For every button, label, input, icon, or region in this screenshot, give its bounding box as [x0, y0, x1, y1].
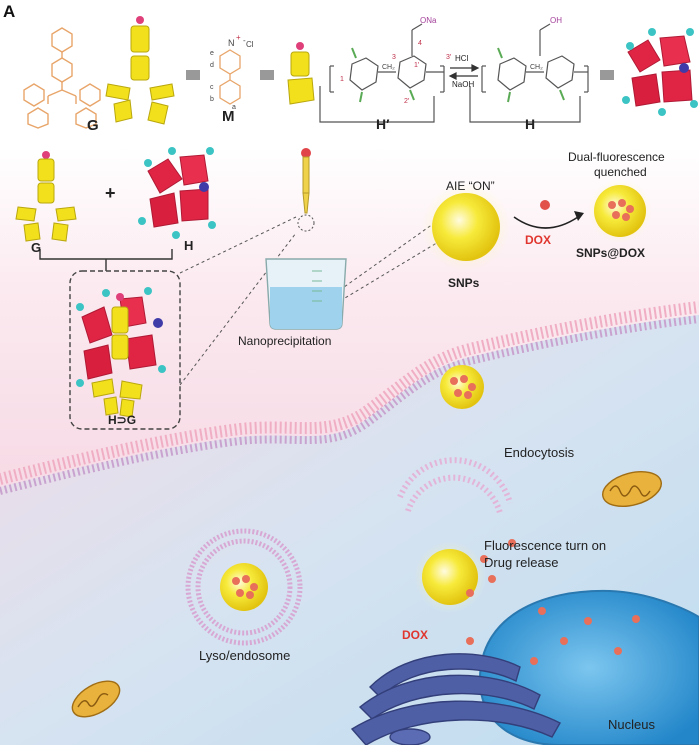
panel-a-figure	[23, 16, 698, 129]
label-hprime: H′	[376, 116, 390, 132]
hprime-oxygen-marks	[351, 47, 415, 103]
g-model	[105, 16, 175, 125]
label-nucleus: Nucleus	[608, 717, 655, 732]
label-aie-on: AIE “ON”	[446, 179, 495, 193]
label-g-a: G	[87, 117, 99, 134]
h-skeletal-structure	[469, 23, 589, 123]
snps-dox-payload	[608, 199, 634, 221]
m-atom-a: a	[232, 104, 236, 111]
h-equals-sign	[600, 70, 614, 80]
snps-sphere	[432, 193, 500, 261]
dox-dot-top	[540, 200, 550, 210]
golgi-stack	[350, 653, 561, 745]
m-skeletal-structure	[219, 49, 241, 105]
h-oh: OH	[550, 16, 562, 25]
m-atom-cl: Cl	[246, 40, 254, 49]
cell-membrane	[0, 301, 699, 495]
dashed-connectors	[179, 216, 441, 386]
h-model-top	[627, 35, 693, 107]
m-atom-n: N	[228, 38, 235, 48]
released-dox	[466, 539, 516, 645]
label-snps: SNPs	[448, 276, 480, 290]
hprime-n3p: 3′	[446, 54, 452, 61]
hprime-n1: 1	[340, 76, 344, 83]
arrow-bottom-label: NaOH	[452, 80, 475, 89]
label-plus: +	[105, 183, 116, 203]
label-nanoprecipitation: Nanoprecipitation	[238, 334, 332, 348]
label-dual-line1: Dual-fluorescence	[568, 150, 665, 164]
hprime-n2p: 2′	[404, 98, 410, 105]
m-atom-d: d	[210, 62, 214, 69]
label-m: M	[222, 108, 235, 125]
m-atom-plus: +	[236, 33, 241, 42]
lysosome	[185, 528, 303, 646]
equilibrium-arrows	[448, 64, 480, 80]
panel-a-letter: A	[3, 2, 16, 21]
label-snps-dox: SNPs@DOX	[576, 246, 646, 260]
m-atom-c: c	[210, 84, 214, 91]
label-fluor-line1: Fluorescence turn on	[484, 538, 607, 553]
hprime-n3: 3	[392, 54, 396, 61]
label-dual-line2: quenched	[594, 165, 647, 179]
m-atom-b: b	[210, 96, 214, 103]
label-lyso: Lyso/endosome	[199, 648, 291, 663]
hprime-n1p: 1′	[414, 62, 420, 69]
label-g-b: G	[31, 240, 42, 255]
beaker	[265, 258, 347, 330]
m-atom-minus: -	[243, 36, 246, 45]
h-model-blue-atom	[679, 63, 689, 73]
mitochondrion-left	[71, 680, 121, 718]
hprime-n4: 4	[418, 40, 422, 47]
b-h-model	[138, 147, 216, 239]
arrow-top-label: HCl	[455, 54, 469, 63]
hprime-skeletal-structure	[319, 23, 445, 123]
snps-dox-sphere	[594, 185, 646, 237]
g-skeletal-structure	[23, 27, 101, 129]
label-fluor-line2: Drug release	[484, 555, 559, 570]
h-oxygen-marks	[497, 47, 565, 103]
label-h-a: H	[525, 116, 536, 132]
label-dox-bottom: DOX	[402, 628, 429, 642]
dox-arrow	[513, 216, 579, 229]
endocytosis-particle	[440, 365, 484, 409]
combine-bracket	[39, 249, 173, 271]
mitochondrion-right	[602, 471, 662, 507]
m-atom-e: e	[210, 50, 214, 57]
hprime-ona: ONa	[420, 16, 437, 25]
m-model	[287, 42, 315, 105]
b-g-model	[15, 151, 77, 242]
complex-box	[69, 270, 181, 430]
label-dox-top: DOX	[525, 233, 552, 247]
h-model-caps	[622, 28, 698, 116]
complex-model	[76, 287, 166, 418]
label-complex: H⊃G	[108, 413, 137, 427]
nucleus-dox	[530, 607, 640, 665]
h-ch2: CH₂	[530, 64, 543, 71]
m-equals-sign	[260, 70, 274, 80]
label-endocytosis: Endocytosis	[504, 445, 575, 460]
label-h-b: H	[184, 238, 194, 253]
g-equals-sign	[186, 70, 200, 80]
panel-b-figure	[0, 147, 699, 745]
dropper	[297, 148, 315, 232]
hprime-ch2: CH₂	[382, 64, 395, 71]
